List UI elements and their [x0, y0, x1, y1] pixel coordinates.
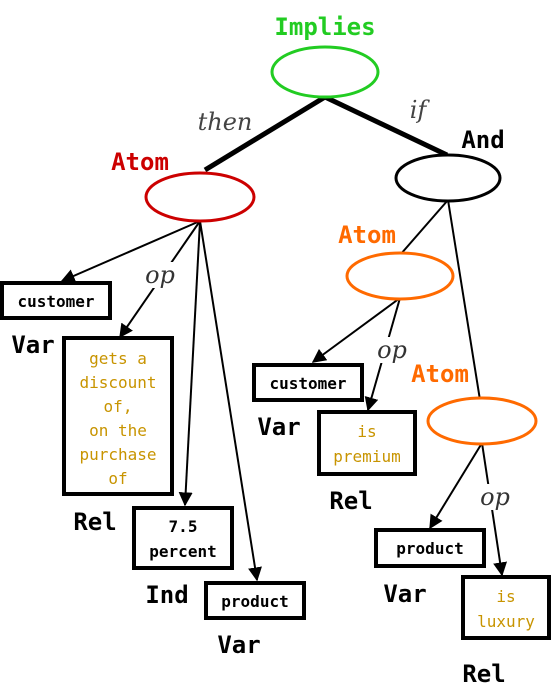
box-ind-percent-type: Ind	[145, 581, 188, 609]
box-rel-premium-line-2: premium	[333, 447, 400, 466]
node-label-atom-then: Atom	[111, 148, 169, 176]
edge-label-bg	[375, 337, 409, 363]
box-rel-premium-type: Rel	[329, 487, 372, 515]
box-var-customer-2	[252, 363, 364, 402]
edge-then	[203, 94, 327, 173]
rel-discount-line-6: of	[108, 469, 127, 488]
edge-atom-product	[199, 220, 262, 582]
node-atom-if2	[426, 396, 538, 446]
box-ind-percent-line-2: percent	[149, 542, 216, 561]
box-var-product-2	[374, 528, 486, 568]
rel-discount-line-4: on the	[89, 421, 147, 440]
box-var-customer-2-type: Var	[257, 413, 300, 441]
node-label-implies: Implies	[274, 13, 375, 41]
box-rel-discount-text: gets a discount of, on the purchase of	[79, 349, 156, 488]
edges	[60, 94, 508, 582]
edge-label-bg	[144, 262, 178, 288]
box-var-product-1	[204, 581, 306, 620]
edge-atom-customer	[60, 220, 201, 283]
edge-and-atom2	[447, 199, 481, 401]
box-ind-percent-line-1: 7.5	[169, 517, 198, 536]
rel-discount-line-3: of,	[104, 397, 133, 416]
edge-and-atom1	[399, 199, 449, 256]
edge-label-if: if	[410, 96, 431, 124]
rel-discount-line-1: gets a	[89, 349, 147, 368]
edge-if	[323, 94, 449, 158]
box-var-product-2-text: product	[396, 539, 463, 558]
box-rel-luxury-type: Rel	[462, 660, 505, 688]
box-var-product-1-type: Var	[217, 631, 260, 659]
box-rel-premium	[317, 410, 417, 476]
edge-label-op-1: op	[145, 261, 175, 289]
node-atom-if1	[345, 251, 455, 301]
edge-atom2-product	[429, 442, 483, 530]
edge-label-bg	[478, 484, 512, 510]
box-rel-discount-type: Rel	[73, 508, 116, 536]
node-label-atom-if1: Atom	[338, 221, 396, 249]
edge-atom-ind	[178, 220, 201, 507]
node-label-atom-if2: Atom	[411, 360, 469, 388]
box-var-product-2-type: Var	[383, 580, 426, 608]
node-label-and: And	[461, 126, 504, 154]
box-rel-luxury-line-1: is	[496, 587, 515, 606]
node-implies	[270, 45, 380, 99]
edge-atom1-customer	[311, 297, 401, 363]
box-var-product-1-text: product	[221, 592, 288, 611]
edge-label-op-3: op	[480, 483, 510, 511]
edge-label-op-2: op	[377, 336, 407, 364]
rel-discount-line-2: discount	[79, 373, 156, 392]
node-atom-then	[144, 171, 256, 223]
box-rel-luxury	[461, 575, 551, 640]
rel-discount-line-5: purchase	[79, 445, 156, 464]
box-var-customer-1-text: customer	[17, 292, 94, 311]
node-and	[394, 153, 502, 203]
edge-label-then: then	[198, 108, 253, 136]
box-ind-percent	[132, 506, 234, 570]
box-rel-discount	[62, 336, 174, 496]
box-var-customer-2-text: customer	[269, 374, 346, 393]
box-rel-luxury-line-2: luxury	[477, 612, 535, 631]
box-rel-premium-line-1: is	[357, 422, 376, 441]
box-var-customer-1	[0, 281, 112, 320]
box-var-customer-1-type: Var	[11, 331, 54, 359]
